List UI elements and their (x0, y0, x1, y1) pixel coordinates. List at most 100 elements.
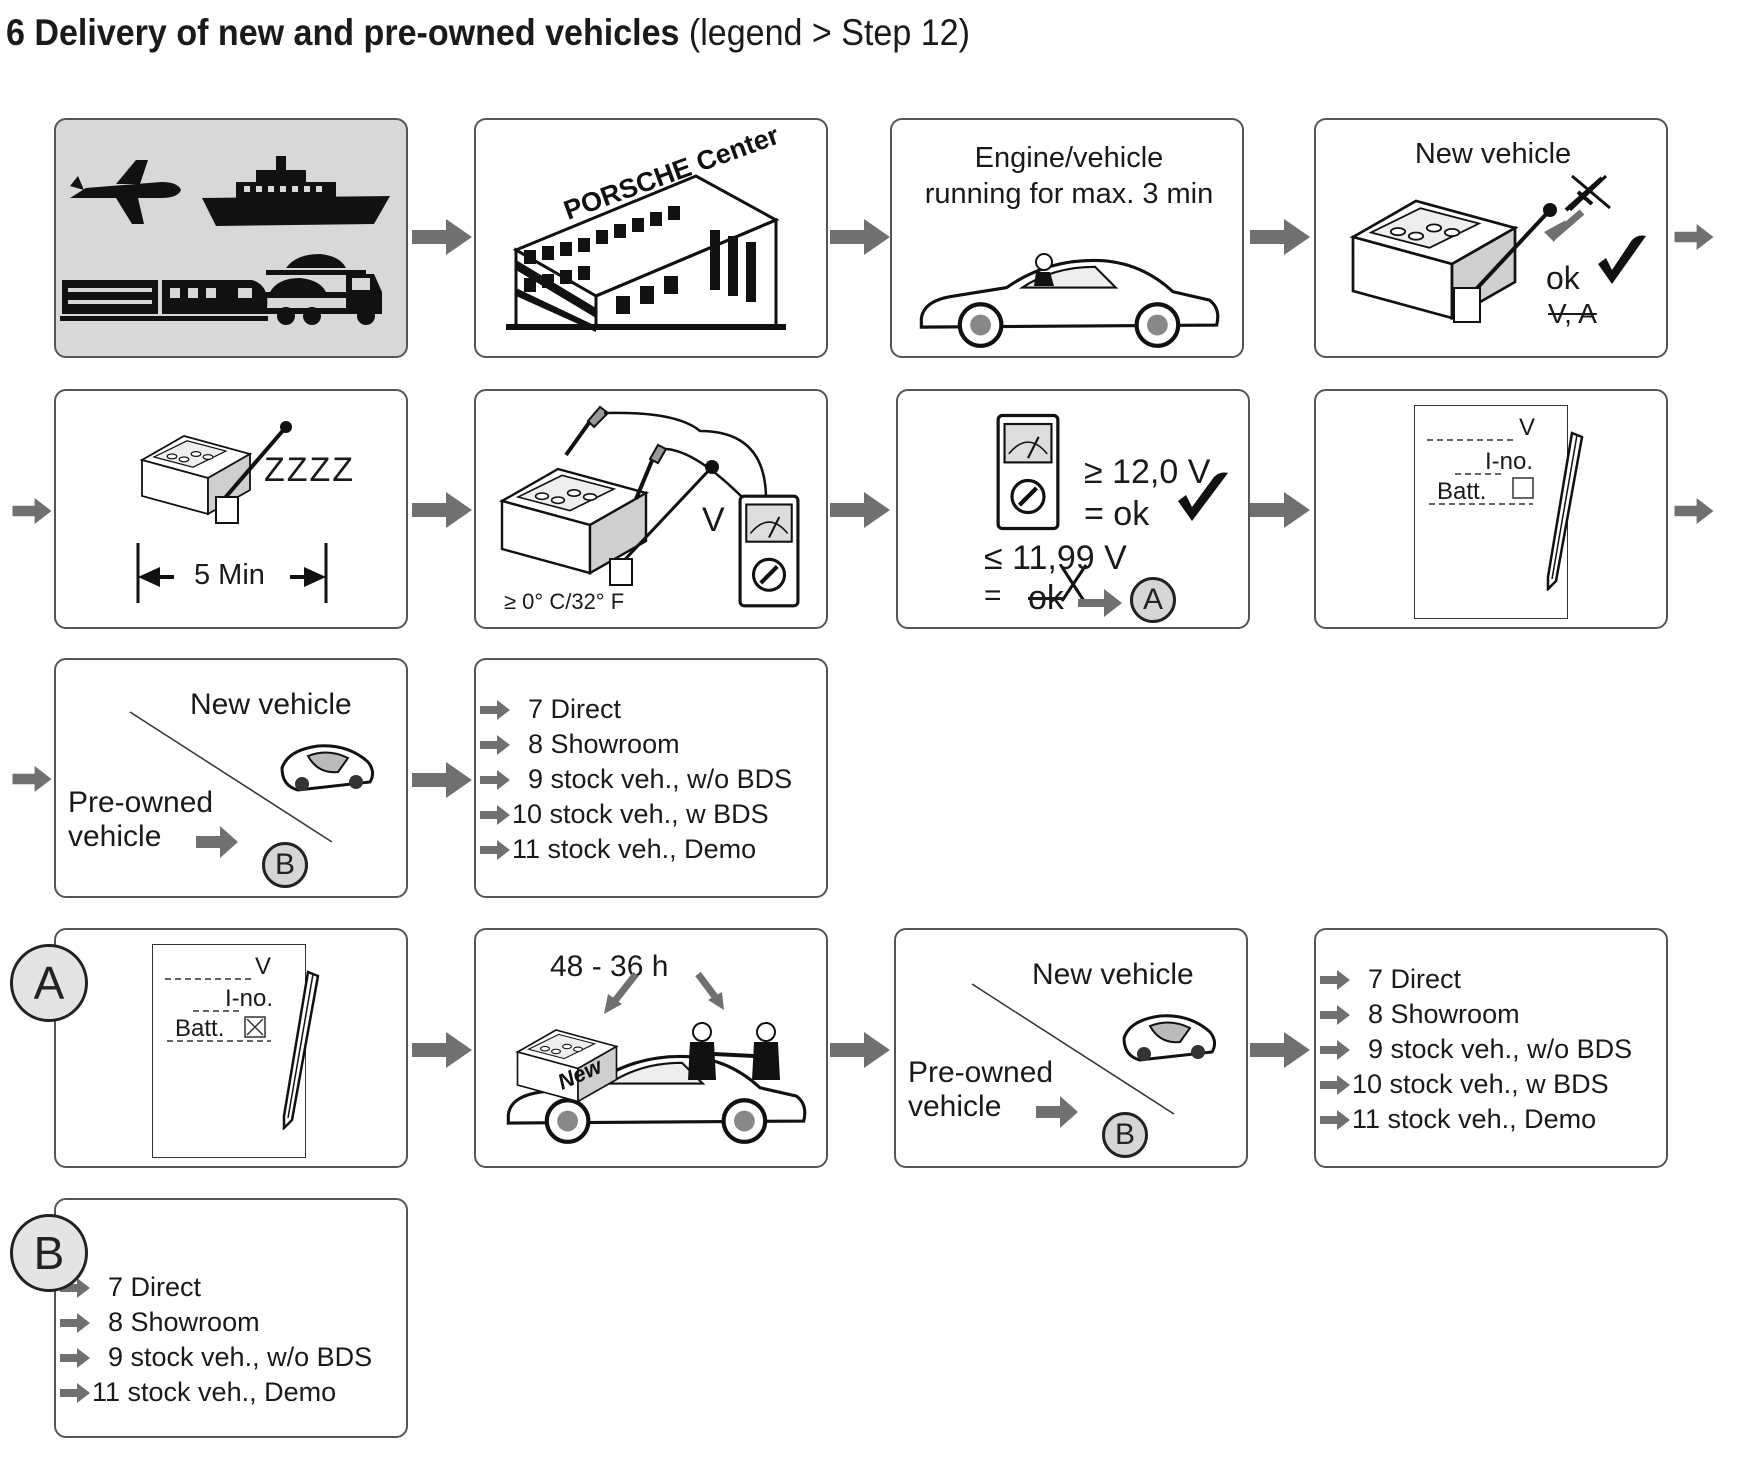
panel-list-2: 7 Direct 8 Showroom 9 stock veh., w/o BD… (1314, 928, 1668, 1168)
arrow-icon (196, 826, 238, 858)
page-title: 6 Delivery of new and pre-owned vehicles… (6, 12, 970, 54)
check-icon (1178, 472, 1228, 521)
rest-duration: 5 Min (194, 559, 265, 591)
engine-line2: running for max. 3 min (924, 178, 1214, 210)
cross-icon (1060, 564, 1088, 602)
list-item[interactable]: 7 Direct (480, 692, 792, 727)
flow-arrow (10, 766, 54, 792)
panel-list-1: 7 Direct 8 Showroom 9 stock veh., w/o BD… (474, 658, 828, 898)
list-item[interactable]: 10 stock veh., w BDS (1320, 1067, 1632, 1102)
list-item[interactable]: 11 stock veh., Demo (1320, 1102, 1632, 1137)
arrow-icon (480, 770, 510, 790)
marker-b-small[interactable]: B (1102, 1112, 1148, 1158)
car-icon (1122, 1014, 1217, 1063)
temp-label: ≥ 0° C/32° F (504, 589, 625, 614)
eq-ok-label: = ok (1084, 495, 1150, 533)
new-vehicle-label: New vehicle (1032, 958, 1194, 991)
flow-arrow (830, 492, 890, 528)
panel-transport (54, 118, 408, 358)
arrow-icon (480, 840, 510, 860)
list-item[interactable]: 10 stock veh., w BDS (480, 797, 792, 832)
panel-dealer: PORSCHE Center (474, 118, 828, 358)
car-transporter-icon (266, 254, 382, 325)
list-item[interactable]: 7 Direct (1320, 962, 1632, 997)
panel-measure: V ≥ 0° C/32° F (474, 389, 828, 629)
check-icon (1598, 235, 1646, 284)
arrow-icon (480, 805, 510, 825)
battery-icon (1351, 199, 1517, 320)
ok-label: ok (1546, 260, 1580, 296)
flow-arrow (830, 219, 890, 255)
airplane-icon (70, 160, 181, 224)
panel-list-b: 7 Direct 8 Showroom 9 stock veh., w/o BD… (54, 1198, 408, 1438)
panel-new-vehicle-battery: New vehicle ok V, A (1314, 118, 1668, 358)
vehicle-label: vehicle (68, 820, 162, 853)
divider (129, 711, 333, 843)
list-item[interactable]: 8 Showroom (60, 1305, 372, 1340)
disconnect-icon (1564, 174, 1611, 212)
ge-label: ≥ 12,0 V (1084, 453, 1211, 491)
record-form: V I-no. Batt. (152, 944, 306, 1158)
title-bold: 6 Delivery of new and pre-owned vehicles (6, 12, 680, 53)
flow-arrow (412, 762, 472, 798)
arrow-icon (1320, 1005, 1350, 1025)
voltmeter-icon (998, 415, 1058, 528)
list-item[interactable]: 8 Showroom (1320, 997, 1632, 1032)
car-icon (280, 744, 375, 793)
arrow-icon (1320, 1110, 1350, 1130)
marker-b: B (10, 1214, 88, 1292)
arrow-icon (60, 1313, 90, 1333)
engine-line1: Engine/vehicle (974, 142, 1164, 174)
pre-owned-label: Pre-owned (68, 786, 214, 819)
form-ino: I-no. (225, 985, 274, 1012)
arrow-icon (60, 1348, 90, 1368)
driver-icon (1034, 253, 1054, 286)
list-item[interactable]: 11 stock veh., Demo (480, 832, 792, 867)
eq-label: = (984, 579, 1002, 612)
record-form: V I-no. Batt. (1414, 405, 1568, 619)
panel-engine-running: Engine/vehicle running for max. 3 min (890, 118, 1244, 358)
arrow-icon (1320, 970, 1350, 990)
voltmeter-icon (740, 496, 798, 606)
list-item[interactable]: 7 Direct (60, 1270, 372, 1305)
flow-arrow (830, 1032, 890, 1068)
form-v: V (1519, 414, 1536, 441)
marker-b-small[interactable]: B (262, 842, 308, 888)
list-item[interactable]: 9 stock veh., w/o BDS (60, 1340, 372, 1375)
struck-ok-label: ok (1028, 579, 1064, 617)
panel-record-a: V I-no. Batt. (54, 928, 408, 1168)
flow-arrow (1250, 492, 1310, 528)
form-v: V (255, 953, 272, 980)
new-vehicle-label: New vehicle (190, 688, 352, 721)
panel-result: ≥ 12,0 V = ok ≤ 11,99 V = ok A (896, 389, 1250, 629)
list-item[interactable]: 9 stock veh., w/o BDS (480, 762, 792, 797)
flow-arrow (412, 219, 472, 255)
pencil-icon (1546, 431, 1584, 591)
car-icon (921, 260, 1217, 345)
batt-checkbox[interactable] (1512, 477, 1534, 499)
volt-label: V (702, 501, 725, 539)
arrow-icon (1078, 589, 1122, 617)
flow-arrow (412, 492, 472, 528)
form-batt: Batt. (1437, 478, 1487, 505)
marker-a: A (10, 944, 88, 1022)
arrow-icon (480, 700, 510, 720)
marker-a-small[interactable]: A (1130, 577, 1176, 623)
list-item[interactable]: 11 stock veh., Demo (60, 1375, 372, 1410)
form-batt: Batt. (175, 1015, 225, 1042)
list-item[interactable]: 8 Showroom (480, 727, 792, 762)
pre-owned-label: Pre-owned (908, 1056, 1054, 1089)
clamp-lead (1464, 208, 1552, 302)
list-item[interactable]: 9 stock veh., w/o BDS (1320, 1032, 1632, 1067)
flow-arrow (10, 498, 54, 524)
panel-replace: 48 - 36 h New (474, 928, 828, 1168)
panel-decide-1: New vehicle Pre-owned vehicle B (54, 658, 408, 898)
flow-arrow (1250, 1032, 1310, 1068)
hours-label: 48 - 36 h (550, 950, 669, 983)
train-icon (60, 280, 268, 321)
flow-arrow (412, 1032, 472, 1068)
zzz-label: ZZZZ (264, 451, 356, 489)
panel-decide-2: New vehicle Pre-owned vehicle B (894, 928, 1248, 1168)
panel-record: V I-no. Batt. (1314, 389, 1668, 629)
building-icon (506, 174, 786, 332)
